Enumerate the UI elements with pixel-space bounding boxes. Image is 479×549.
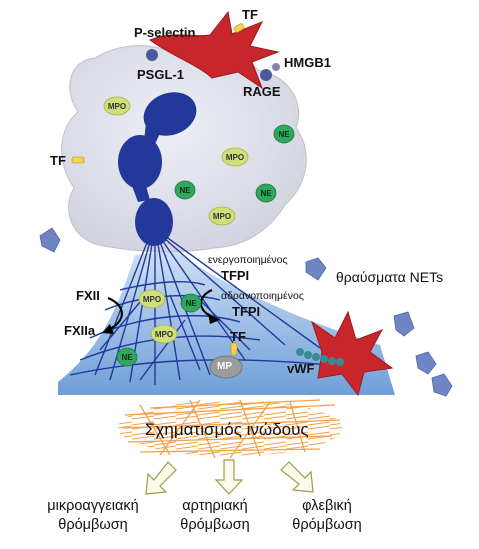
label-rage: RAGE bbox=[243, 84, 281, 99]
granule-label: MPO bbox=[143, 295, 161, 304]
granule-ne-8: NE bbox=[180, 293, 202, 313]
net-fragment-3 bbox=[393, 311, 415, 337]
label-tfpi-active-desc: ενεργοποιημένος bbox=[208, 254, 288, 266]
arrow-venous bbox=[280, 461, 314, 493]
label-tf-top: TF bbox=[242, 7, 258, 22]
label-tf-left: TF bbox=[50, 153, 66, 168]
hmgb1-molecule bbox=[272, 63, 280, 71]
granule-label: NE bbox=[121, 353, 133, 362]
label-p-selectin: P-selectin bbox=[134, 25, 196, 40]
label-tfpi-active: TFPI bbox=[221, 268, 250, 283]
microparticle bbox=[209, 355, 243, 379]
label-tfpi-inactive: TFPI bbox=[232, 304, 261, 319]
label-vwf: vWF bbox=[287, 361, 315, 376]
outcome-venous-line2: θρόμβωση bbox=[292, 516, 362, 533]
label-fxiia: FXIIa bbox=[64, 323, 96, 338]
outcome-venous-line1: φλεβική bbox=[302, 498, 352, 514]
net-fragment-icons bbox=[39, 227, 453, 397]
granule-mpo-7: MPO bbox=[138, 289, 166, 309]
outcome-arterial-line1: αρτηριακή bbox=[182, 498, 248, 514]
granule-ne-4: NE bbox=[174, 180, 196, 200]
granule-label: MPO bbox=[155, 330, 173, 339]
granule-ne-10: NE bbox=[116, 347, 138, 367]
label-fxii: FXII bbox=[76, 288, 100, 303]
fibrin-mesh bbox=[118, 399, 342, 459]
net-fragment-1 bbox=[39, 227, 61, 253]
label-hmgb1: HMGB1 bbox=[284, 55, 331, 70]
fxii-arrowhead bbox=[102, 324, 114, 334]
granule-mpo-6: MPO bbox=[208, 206, 236, 226]
tfpi-arrowhead bbox=[208, 313, 220, 324]
outcome-arterial: αρτηριακή θρόμβωση bbox=[160, 497, 270, 535]
vwf-chain bbox=[296, 348, 344, 366]
granules-layer: MPO NE MPO NE NE MPO MPO NE MPO NE bbox=[103, 96, 295, 367]
label-psgl1: PSGL-1 bbox=[137, 67, 184, 82]
label-mp: MP bbox=[217, 361, 232, 372]
label-fibrin-formation: Σχηματισμός ινώδους bbox=[145, 420, 309, 439]
nucleus bbox=[118, 92, 197, 246]
outcome-microvascular-line1: μικροαγγειακή bbox=[47, 498, 139, 514]
label-tfpi-inactive-desc: αδρανοποιημένος bbox=[221, 290, 304, 302]
psgl1-receptor bbox=[146, 49, 158, 61]
granule-label: MPO bbox=[213, 212, 231, 221]
label-tf-mp: TF bbox=[230, 329, 246, 344]
granule-ne-5: NE bbox=[255, 183, 277, 203]
outcome-venous: φλεβική θρόμβωση bbox=[272, 497, 382, 535]
tf-marker-left bbox=[71, 156, 85, 164]
tf-marker-mp bbox=[230, 342, 238, 356]
fxii-arrow bbox=[107, 296, 123, 331]
granule-mpo-9: MPO bbox=[150, 324, 178, 344]
granule-label: NE bbox=[185, 299, 197, 308]
outcome-microvascular-line2: θρόμβωση bbox=[58, 516, 128, 533]
granule-mpo-3: MPO bbox=[221, 147, 249, 167]
granule-ne-2: NE bbox=[273, 124, 295, 144]
net-fragment-2 bbox=[305, 257, 327, 281]
activated-platelet-top bbox=[148, 10, 280, 90]
outcome-microvascular: μικροαγγειακή θρόμβωση bbox=[28, 497, 158, 535]
net-fragment-5 bbox=[431, 373, 453, 397]
granule-label: NE bbox=[260, 189, 272, 198]
granule-mpo-1: MPO bbox=[103, 96, 131, 116]
label-net-fragments: θραύσματα NETs bbox=[336, 269, 444, 285]
granule-label: NE bbox=[278, 130, 290, 139]
tf-marker-top bbox=[233, 23, 245, 33]
granule-label: NE bbox=[179, 186, 191, 195]
arrow-micro bbox=[145, 461, 177, 495]
arrow-arterial bbox=[214, 459, 244, 495]
outcome-arrows bbox=[145, 459, 314, 495]
vessel-wall bbox=[58, 250, 395, 395]
granule-label: MPO bbox=[108, 102, 126, 111]
granule-label: MPO bbox=[226, 153, 244, 162]
rage-receptor bbox=[260, 69, 272, 81]
outcome-arterial-line2: θρόμβωση bbox=[180, 516, 250, 533]
net-fragment-4 bbox=[415, 351, 437, 375]
activated-platelet-right bbox=[311, 310, 394, 397]
